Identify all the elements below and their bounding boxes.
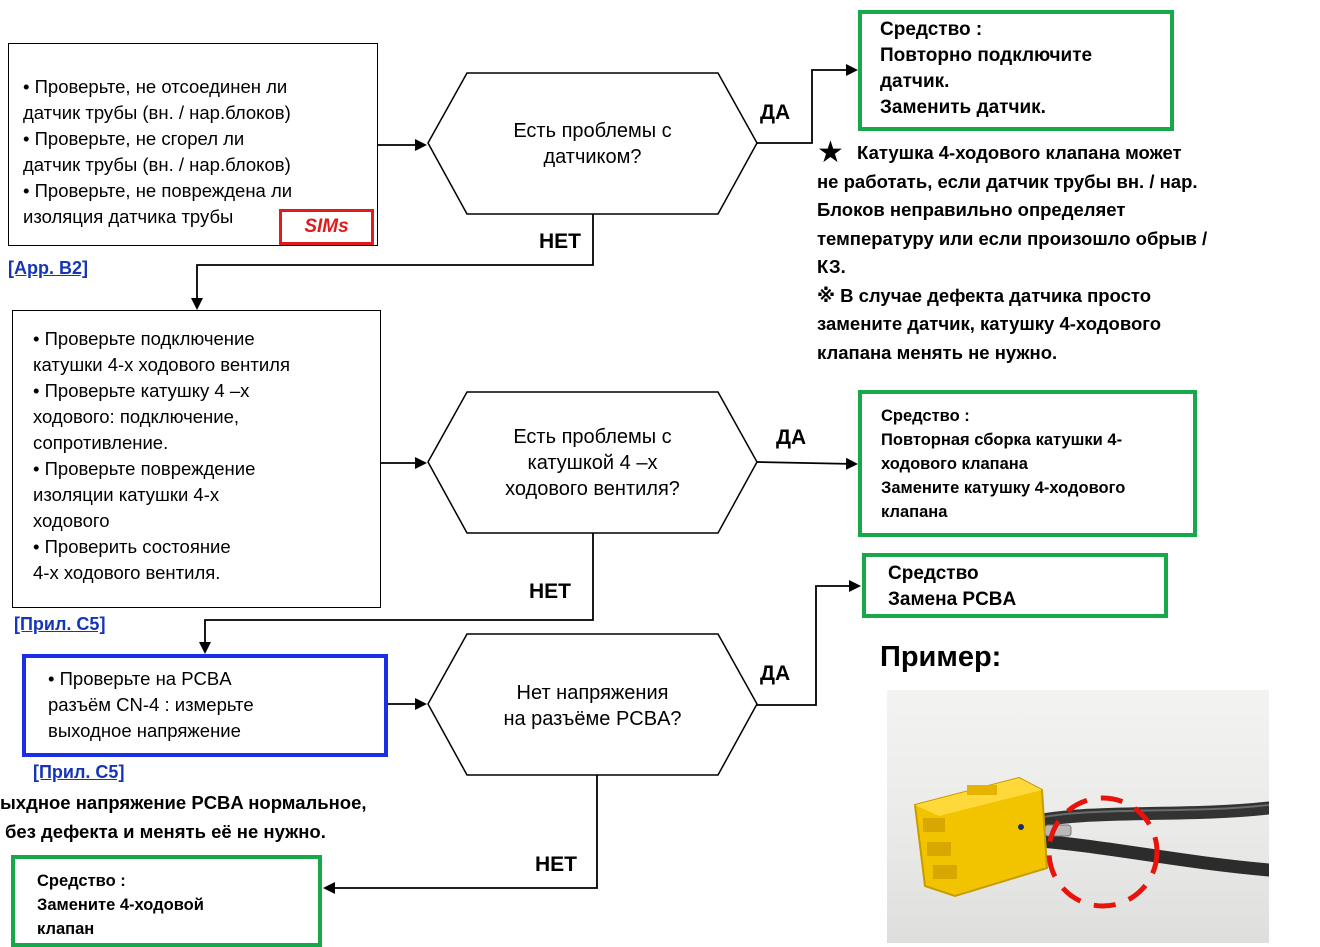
ref-c5-link-1[interactable]: [Прил. C5] bbox=[14, 614, 106, 634]
decision-sensor-line-2: датчиком? bbox=[543, 146, 642, 168]
decision-coil-line-2: катушкой 4 –х bbox=[527, 452, 658, 474]
remedy-sensor-line-4: Заменить датчик. bbox=[880, 97, 1046, 118]
decision-pcba-line-1: Нет напряжения bbox=[516, 682, 669, 704]
pcba-note: ыхдное напряжение PCBA нормальное, без д… bbox=[0, 788, 470, 846]
decision-coil-line-3: ходового вентиля? bbox=[505, 478, 680, 500]
sensor-note-line-4: температуру или если произошло обрыв / bbox=[817, 227, 1208, 249]
remedy-pcba-box: Средство Замена PCBA bbox=[862, 553, 1168, 618]
check-coil-line-5: сопротивление. bbox=[33, 432, 169, 453]
check-sensor-line-5: • Проверьте, не повреждена ли bbox=[23, 180, 293, 201]
sensor-note-line-2: не работать, если датчик трубы вн. / нар… bbox=[817, 170, 1198, 192]
ref-app-b2-link[interactable]: [App. B2] bbox=[8, 258, 88, 278]
check-coil-line-8: ходового bbox=[33, 510, 110, 531]
check-coil-line-10: 4-х ходового вентиля. bbox=[33, 562, 221, 583]
sensor-note-line-3: Блоков неправильно определяет bbox=[817, 199, 1126, 220]
sensor-note-line-7: замените датчик, катушку 4-ходового bbox=[817, 313, 1162, 334]
remedy-valve-line-1: Средство : bbox=[37, 872, 126, 890]
highlight-circle bbox=[1046, 795, 1160, 909]
check-pcba-line-1: • Проверьте на PCBA bbox=[48, 668, 232, 689]
remedy-sensor-line-1: Средство : bbox=[880, 19, 983, 40]
check-sensor-line-3: • Проверьте, не сгорел ли bbox=[23, 128, 245, 149]
check-pcba-line-2: разъём CN-4 : измерьте bbox=[48, 694, 254, 715]
sensor-note-text-1: Катушка 4-ходового клапана может bbox=[857, 142, 1182, 163]
remedy-valve-line-2: Замените 4-ходовой bbox=[37, 896, 204, 914]
check-coil-line-3: • Проверьте катушку 4 –х bbox=[33, 380, 250, 401]
check-coil-line-9: • Проверить состояние bbox=[33, 536, 231, 557]
ref-c5-link-2[interactable]: [Прил. C5] bbox=[33, 762, 125, 782]
remedy-pcba-line-1: Средство bbox=[888, 563, 979, 584]
remedy-coil-line-2: Повторная сборка катушки 4- bbox=[881, 431, 1123, 449]
check-sensor-line-4: датчик трубы (вн. / нар.блоков) bbox=[23, 154, 291, 175]
connector-photo bbox=[887, 690, 1269, 943]
check-coil-line-1: • Проверьте подключение bbox=[33, 328, 255, 349]
check-coil-line-6: • Проверьте повреждение bbox=[33, 458, 256, 479]
check-coil-line-4: ходового: подключение, bbox=[33, 406, 239, 427]
decision-pcba-line-2: на разъёме PCBA? bbox=[503, 708, 682, 730]
yes-label-1: ДА bbox=[760, 101, 791, 124]
remedy-valve-box: Средство : Замените 4-ходовой клапан bbox=[11, 855, 322, 947]
pcba-note-line-1: ыхдное напряжение PCBA нормальное, bbox=[0, 792, 367, 813]
sims-button[interactable]: SIMs bbox=[279, 209, 374, 245]
remedy-sensor-line-2: Повторно подключите bbox=[880, 45, 1093, 66]
decision-pcba-shape bbox=[427, 633, 758, 776]
decision-pcba-text: Нет напряжения на разъёме PCBA? bbox=[467, 680, 718, 732]
check-sensor-line-1: • Проверьте, не отсоединен ли bbox=[23, 76, 288, 97]
remedy-coil-line-3: ходового клапана bbox=[881, 455, 1028, 473]
yes-label-3: ДА bbox=[760, 662, 791, 685]
check-pcba-line-3: выходное напряжение bbox=[48, 720, 241, 741]
sensor-note-line-8: клапана менять не нужно. bbox=[817, 341, 1058, 363]
check-pcba-box: • Проверьте на PCBA разъём CN-4 : измерь… bbox=[22, 654, 388, 757]
remedy-valve-line-3: клапан bbox=[37, 920, 95, 938]
decision-coil-text: Есть проблемы с катушкой 4 –х ходового в… bbox=[467, 424, 718, 502]
remedy-sensor-box: Средство : Повторно подключите датчик. З… bbox=[858, 10, 1174, 131]
remedy-coil-line-1: Средство : bbox=[881, 407, 970, 425]
remedy-coil-line-4: Замените катушку 4-ходового bbox=[881, 479, 1126, 497]
arrow-decision2-no bbox=[199, 533, 594, 654]
check-coil-box: • Проверьте подключение катушки 4-х ходо… bbox=[12, 310, 381, 608]
decision-sensor-text: Есть проблемы с датчиком? bbox=[467, 118, 718, 170]
example-title: Пример: bbox=[880, 641, 1002, 673]
sensor-note-line-6: ※ В случае дефекта датчика просто bbox=[817, 284, 1152, 306]
remedy-coil-line-5: клапана bbox=[881, 503, 948, 521]
check-sensor-line-6: изоляция датчика трубы bbox=[23, 206, 234, 227]
no-label-3: НЕТ bbox=[535, 853, 577, 876]
arrow-decision3-yes bbox=[757, 580, 861, 706]
arrow-decision1-yes bbox=[757, 64, 858, 144]
arrow-decision1-no bbox=[191, 214, 594, 310]
decision-coil-line-1: Есть проблемы с bbox=[513, 426, 672, 448]
yes-label-2: ДА bbox=[776, 426, 807, 449]
sensor-note-line-1: ★ Катушка 4-ходового клапана может bbox=[817, 136, 1317, 169]
no-label-2: НЕТ bbox=[529, 580, 571, 603]
check-coil-line-2: катушки 4-х ходового вентиля bbox=[33, 354, 290, 375]
remedy-sensor-line-3: датчик. bbox=[880, 71, 950, 92]
connector-photo-drawing bbox=[913, 776, 1269, 909]
no-label-1: НЕТ bbox=[539, 230, 581, 253]
arrow-decision2-yes bbox=[756, 457, 858, 470]
check-sensor-box: • Проверьте, не отсоединен ли датчик тру… bbox=[8, 43, 378, 246]
remedy-coil-box: Средство : Повторная сборка катушки 4- х… bbox=[858, 390, 1197, 537]
remedy-pcba-line-2: Замена PCBA bbox=[888, 589, 1017, 610]
pcba-note-line-2: без дефекта и менять её не нужно. bbox=[5, 821, 326, 842]
check-sensor-line-2: датчик трубы (вн. / нар.блоков) bbox=[23, 102, 291, 123]
star-icon: ★ bbox=[817, 136, 844, 169]
arrow-decision3-no bbox=[323, 775, 598, 894]
sensor-note: ★ Катушка 4-ходового клапана может не ра… bbox=[817, 136, 1317, 367]
decision-sensor-line-1: Есть проблемы с bbox=[513, 120, 672, 142]
cable-lower bbox=[1020, 833, 1269, 877]
sensor-note-line-5: КЗ. bbox=[817, 256, 846, 277]
check-coil-line-7: изоляции катушки 4-х bbox=[33, 484, 220, 505]
